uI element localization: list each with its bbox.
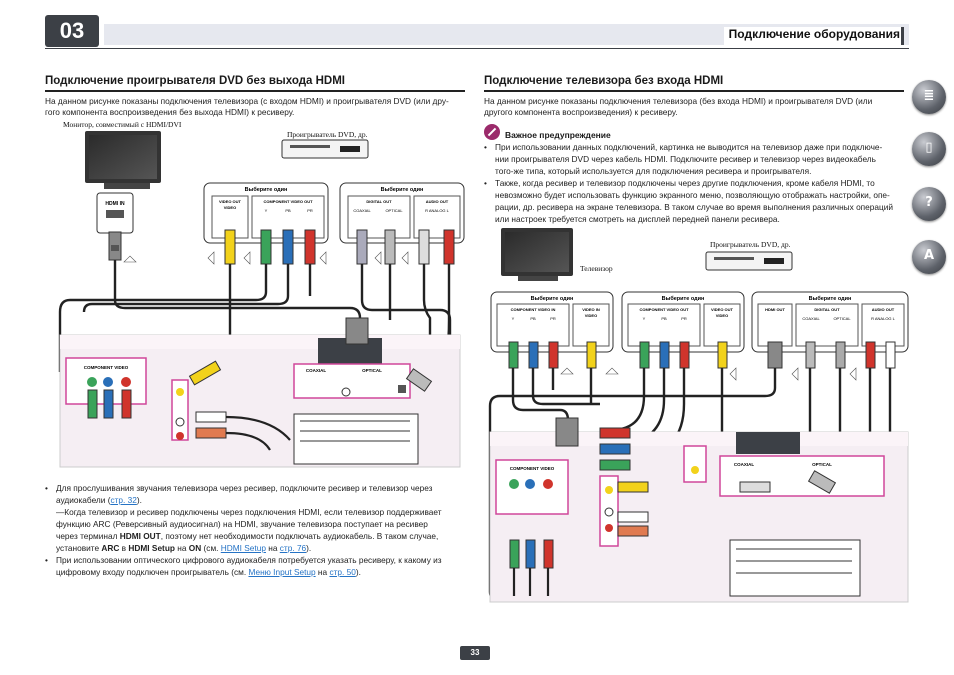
- svg-text:VIDEO IN: VIDEO IN: [582, 307, 600, 312]
- svg-text:PR: PR: [550, 316, 556, 321]
- svg-text:Y: Y: [512, 316, 515, 321]
- page-32-link[interactable]: стр. 32: [110, 495, 137, 505]
- right-dvd-player: [705, 251, 793, 271]
- right-receiver-panel: COMPONENT VIDEO COAXIAL OPTICAL: [489, 431, 909, 603]
- svg-text:OPTICAL: OPTICAL: [833, 316, 851, 321]
- svg-text:DIGITAL OUT: DIGITAL OUT: [366, 199, 392, 204]
- right-intro-line2: другого компонента воспроизведения) к ре…: [484, 107, 678, 117]
- svg-text:DIGITAL OUT: DIGITAL OUT: [814, 307, 840, 312]
- left-choose-video-panel: Выберите один VIDEO OUT VIDEO COMPONENT …: [203, 182, 329, 244]
- svg-text:HDMI OUT: HDMI OUT: [765, 307, 785, 312]
- svg-text:OPTICAL: OPTICAL: [362, 368, 382, 373]
- svg-text:Выберите один: Выберите один: [531, 295, 574, 302]
- svg-text:PR: PR: [307, 208, 313, 213]
- header-title-box: [724, 27, 904, 45]
- svg-text:COMPONENT VIDEO OUT: COMPONENT VIDEO OUT: [263, 199, 313, 204]
- svg-text:R ANALOG L: R ANALOG L: [425, 208, 450, 213]
- header-rule: [45, 48, 909, 49]
- svg-text:Y: Y: [643, 316, 646, 321]
- page-number: 33: [460, 646, 490, 660]
- svg-text:Выберите один: Выберите один: [809, 295, 852, 302]
- svg-text:OPTICAL: OPTICAL: [385, 208, 403, 213]
- remote-icon[interactable]: ▯: [912, 132, 946, 166]
- svg-text:PB: PB: [661, 316, 667, 321]
- svg-text:COMPONENT VIDEO: COMPONENT VIDEO: [510, 466, 555, 471]
- svg-text:VIDEO OUT: VIDEO OUT: [219, 199, 242, 204]
- player-audio-panel: Выберите один HDMI OUT DIGITAL OUT COAXI…: [751, 291, 909, 353]
- help-icon[interactable]: ?: [912, 187, 946, 221]
- warning-title: Важное предупреждение: [505, 130, 611, 140]
- svg-text:Y: Y: [265, 208, 268, 213]
- left-player-label: Проигрыватель DVD, др.: [287, 130, 368, 139]
- language-icon[interactable]: A: [912, 240, 946, 274]
- right-intro-line1: На данном рисунке показаны подключения т…: [484, 96, 873, 106]
- warning-item-2: Также, когда ресивер и телевизор подключ…: [484, 177, 909, 225]
- input-setup-link[interactable]: Меню Input Setup: [248, 567, 316, 577]
- tv-input-panel: Выберите один COMPONENT VIDEO IN Y PB PR…: [490, 291, 614, 353]
- svg-text:COAXIAL: COAXIAL: [802, 316, 820, 321]
- svg-text:COAXIAL: COAXIAL: [353, 208, 371, 213]
- player-video-panel: Выберите один COMPONENT VIDEO OUT Y PB P…: [621, 291, 745, 353]
- svg-text:OPTICAL: OPTICAL: [812, 462, 832, 467]
- left-receiver-panel: COMPONENT VIDEO COAXIAL OPTICAL: [59, 334, 461, 468]
- svg-text:Выберите один: Выберите один: [381, 186, 424, 193]
- hdmi-setup-link[interactable]: HDMI Setup: [220, 543, 266, 553]
- tv-label: Телевизор: [580, 264, 613, 273]
- svg-text:VIDEO: VIDEO: [585, 313, 597, 318]
- left-choose-audio-panel: Выберите один DIGITAL OUT COAXIAL OPTICA…: [339, 182, 465, 244]
- svg-text:PB: PB: [530, 316, 536, 321]
- svg-text:PB: PB: [285, 208, 291, 213]
- hdmi-in-port-box: HDMI IN: [96, 192, 134, 234]
- svg-text:VIDEO: VIDEO: [224, 205, 236, 210]
- note-item-arc: —Когда телевизор и ресивер подключены че…: [56, 507, 442, 553]
- svg-text:AUDIO OUT: AUDIO OUT: [872, 307, 895, 312]
- note-item-3: При использовании оптического цифрового …: [45, 554, 470, 578]
- right-tv: [501, 228, 573, 281]
- page-76-link[interactable]: стр. 76: [279, 543, 307, 553]
- svg-text:VIDEO OUT: VIDEO OUT: [711, 307, 734, 312]
- svg-text:COMPONENT VIDEO: COMPONENT VIDEO: [84, 365, 129, 370]
- warning-list: При использовании данных подключений, ка…: [484, 141, 909, 225]
- header-title: Подключение оборудования: [728, 27, 900, 41]
- svg-text:HDMI IN: HDMI IN: [105, 201, 125, 207]
- right-player-label: Проигрыватель DVD, др.: [710, 240, 791, 249]
- left-notes-list: Для прослушивания звучания телевизора че…: [45, 482, 470, 578]
- warning-icon: [484, 124, 500, 140]
- right-cables-plugs: [508, 341, 896, 381]
- right-section-title: Подключение телевизора без входа HDMI: [484, 75, 904, 92]
- svg-text:COAXIAL: COAXIAL: [734, 462, 755, 467]
- svg-text:COAXIAL: COAXIAL: [306, 368, 327, 373]
- left-intro-line2: гого компонента воспроизведения без выхо…: [45, 107, 295, 117]
- header-bar: [104, 24, 909, 45]
- left-intro-line1: На данном рисунке показаны подключения т…: [45, 96, 449, 106]
- warning-item-1: При использовании данных подключений, ка…: [484, 141, 909, 177]
- svg-text:Выберите один: Выберите один: [245, 186, 288, 193]
- chapter-badge: 03: [45, 15, 99, 47]
- svg-text:PR: PR: [681, 316, 687, 321]
- svg-text:VIDEO: VIDEO: [716, 313, 728, 318]
- svg-text:COMPONENT VIDEO IN: COMPONENT VIDEO IN: [511, 307, 556, 312]
- left-dvd-player: [281, 139, 369, 159]
- svg-text:Выберите один: Выберите один: [662, 295, 705, 302]
- svg-text:AUDIO OUT: AUDIO OUT: [426, 199, 449, 204]
- left-monitor: [85, 131, 161, 189]
- svg-text:COMPONENT VIDEO OUT: COMPONENT VIDEO OUT: [639, 307, 689, 312]
- book-icon[interactable]: ≣: [912, 80, 946, 114]
- left-section-title: Подключение проигрывателя DVD без выхода…: [45, 75, 465, 92]
- svg-text:R ANALOG L: R ANALOG L: [871, 316, 896, 321]
- monitor-label: Монитор, совместимый с HDMI/DVI: [63, 120, 182, 129]
- page-50-link[interactable]: стр. 50: [329, 567, 356, 577]
- note-item-1: Для прослушивания звучания телевизора че…: [45, 482, 470, 506]
